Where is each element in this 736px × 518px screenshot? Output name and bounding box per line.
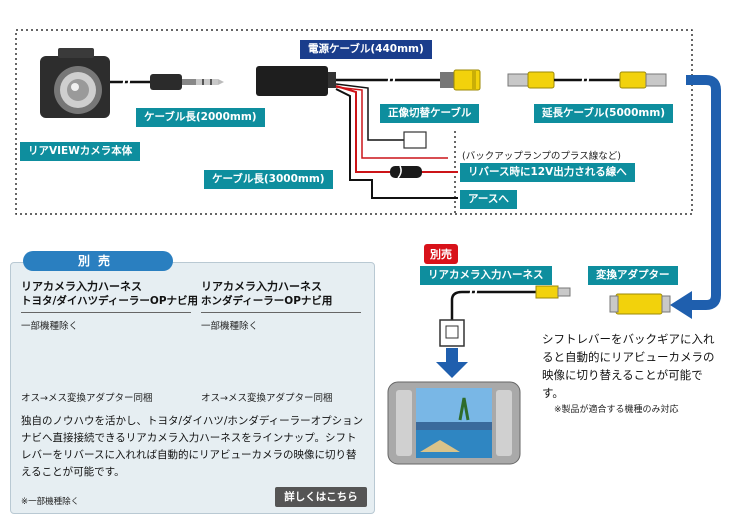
camera-body-label: リアVIEWカメラ本体 (20, 142, 141, 161)
reverse-12v-label: リバース時に12V出力される線へ (460, 163, 635, 182)
extension-cable-label: 延長ケーブル(5000mm) (534, 104, 674, 123)
product1-note: 一部機種除く (21, 321, 79, 332)
backup-lamp-note: (バックアップランプのプラス線など) (462, 151, 621, 162)
camera-plug-icon (150, 74, 224, 90)
fuse-icon (390, 166, 422, 178)
panel-footnote: ※一部機種除く (21, 497, 80, 507)
product2-adapter: オス→メス変換アダプター同梱 (201, 393, 333, 404)
switch-box-icon (403, 131, 427, 149)
details-button[interactable]: 詳しくはこちら (275, 487, 367, 507)
product2-title-line1: リアカメラ入力ハーネス (201, 280, 322, 293)
compatibility-note: ※製品が適合する機種のみ対応 (554, 405, 679, 415)
rca-female-icon (440, 69, 481, 91)
adapter-label: 変換アダプター (588, 266, 678, 285)
product2-note: 一部機種除く (201, 321, 259, 332)
power-cable-label: 電源ケーブル(440mm) (300, 40, 432, 59)
panel-description: 独自のノウハウを活かし、トヨタ/ダイハツ/ホンダディーラーオプションナビへ直接接… (21, 415, 364, 478)
product1-title-line1: リアカメラ入力ハーネス (21, 280, 142, 293)
car-navigation-icon (387, 381, 521, 465)
harness-label: リアカメラ入力ハーネス (420, 266, 552, 285)
video-switch-cable-label: 正像切替ケーブル (380, 104, 480, 123)
product2-title-line2: ホンダディーラーOPナビ用 (201, 295, 333, 307)
harness-icon (439, 285, 571, 347)
panel-header: 別売 (23, 251, 173, 271)
extension-cable-icon (507, 71, 667, 89)
cable-length-2000-label: ケーブル長(2000mm) (136, 108, 265, 127)
sold-separately-badge: 別売 (424, 244, 458, 264)
flow-arrow-icon (686, 75, 721, 310)
product1-title-line2: トヨタ/ダイハツディーラーOPナビ用 (21, 295, 199, 307)
rear-camera-icon (40, 48, 110, 118)
ground-label: アースへ (460, 190, 517, 209)
down-arrow-icon (446, 348, 458, 364)
power-unit-icon (256, 66, 336, 96)
product1-adapter: オス→メス変換アダプター同梱 (21, 393, 153, 404)
sold-separately-panel: 別売 リアカメラ入力ハーネス トヨタ/ダイハツディーラーOPナビ用 一部機種除く… (10, 251, 375, 514)
conversion-adapter-icon (609, 293, 671, 315)
cable-length-3000-label: ケーブル長(3000mm) (204, 170, 333, 189)
right-description: シフトレバーをバックギアに入れると自動的にリアビューカメラの映像に切り替えること… (542, 332, 715, 400)
